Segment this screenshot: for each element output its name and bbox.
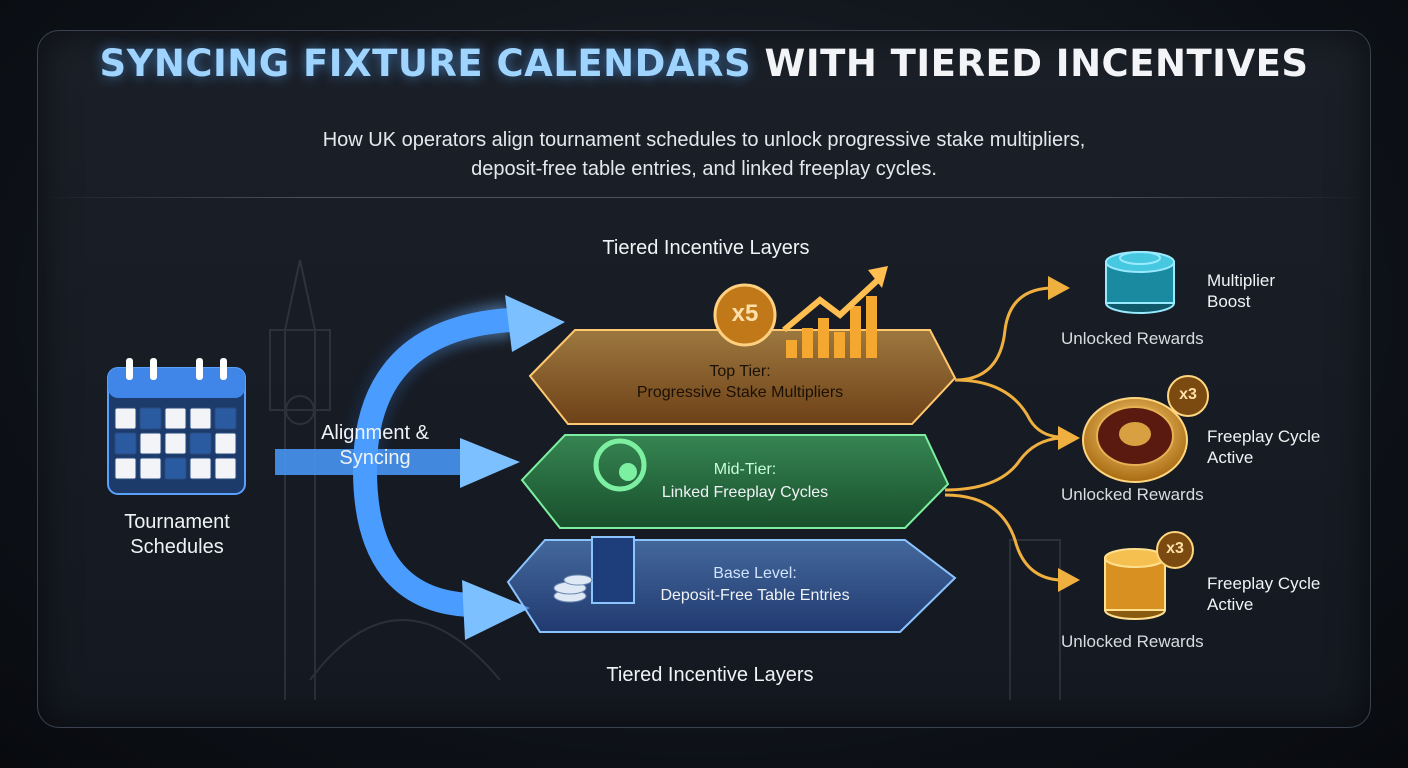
reward-3-badge: x3: [1166, 540, 1184, 557]
reward-badge-2-icon: [1167, 375, 1209, 417]
top-layer-plate: [528, 266, 957, 425]
subtitle-line-2: deposit-free table entries, and linked f…: [471, 158, 937, 180]
source-label-line-2: Schedules: [130, 536, 224, 558]
calendar-icon: [107, 358, 246, 495]
reward-3-title: Freeplay Cycle Active: [1207, 573, 1320, 615]
reward-arrows: [944, 286, 1061, 582]
arrow-head-middle: [460, 438, 520, 488]
top-tier-title: Top Tier:: [709, 363, 771, 380]
arrow-head-top: [505, 295, 565, 352]
source-label: Tournament Schedules: [100, 510, 254, 560]
bar-chart-icon: [782, 266, 888, 358]
reward-2-title-line-1: Freeplay Cycle: [1207, 427, 1321, 446]
calendar-cell: [164, 457, 187, 480]
calendar-cell: [189, 407, 212, 430]
calendar-cell: [139, 457, 162, 480]
calendar-cell: [189, 457, 212, 480]
gold-chip-stack-icon: [1104, 531, 1194, 620]
reward-2-title: Freeplay Cycle Active: [1207, 426, 1320, 468]
reward-3-title-line-2: Active: [1207, 595, 1254, 614]
freeplay-cycle-icon: [593, 438, 647, 492]
calendar-cell: [114, 407, 137, 430]
teal-chip-stack-icon: [1105, 251, 1175, 314]
reward-arrow-head-3: [1058, 568, 1080, 592]
mid-layer-plate: [520, 434, 950, 529]
base-tier-name: Deposit-Free Table Entries: [660, 587, 850, 604]
mid-tier-name: Linked Freeplay Cycles: [661, 484, 829, 501]
calendar-cell: [214, 457, 237, 480]
calendar-cell: [139, 407, 162, 430]
layers-heading-bottom: Tiered Incentive Layers: [606, 664, 814, 686]
reward-arrow-head-1: [1048, 276, 1070, 300]
page-subtitle: How UK operators align tournament schedu…: [0, 126, 1408, 184]
reward-2-title-line-2: Active: [1207, 448, 1254, 467]
calendar-cell: [139, 432, 162, 455]
top-tier-name: Progressive Stake Multipliers: [636, 384, 844, 401]
multiplier-badge-icon: [713, 283, 777, 347]
reward-2-caption: Unlocked Rewards: [1061, 485, 1204, 504]
calendar-cell: [189, 432, 212, 455]
flow-label-line-2: Syncing: [339, 447, 411, 469]
calendar-cell: [164, 432, 187, 455]
subtitle-line-1: How UK operators align tournament schedu…: [322, 129, 1086, 151]
door-icon: [591, 536, 635, 604]
title-highlight: SYNCING FIXTURE CALENDARS: [99, 42, 752, 85]
base-tier-title: Base Level:: [713, 565, 797, 582]
sync-arrows: [275, 295, 565, 640]
page-title: SYNCING FIXTURE CALENDARS WITH TIERED IN…: [0, 42, 1408, 85]
base-layer-plate: [506, 536, 957, 633]
reward-1-title: Multiplier Boost: [1207, 270, 1275, 312]
reward-badge-3-icon: [1156, 531, 1194, 569]
calendar-cell: [114, 457, 137, 480]
calendar-cell: [164, 407, 187, 430]
reward-1-caption: Unlocked Rewards: [1061, 329, 1204, 348]
base-tier-label: Base Level: Deposit-Free Table Entries: [605, 563, 905, 607]
reward-arrow-head-2: [1058, 426, 1080, 450]
top-tier-label: Top Tier: Progressive Stake Multipliers: [590, 361, 890, 403]
flow-label-line-1: Alignment &: [321, 422, 429, 444]
mid-tier-title: Mid-Tier:: [713, 461, 777, 478]
calendar-cell: [214, 432, 237, 455]
calendar-cell: [214, 407, 237, 430]
top-tier-badge-text: x5: [731, 300, 759, 327]
layers-heading-top: Tiered Incentive Layers: [602, 237, 810, 259]
reward-1-title-line-2: Boost: [1207, 292, 1251, 311]
mid-tier-label: Mid-Tier: Linked Freeplay Cycles: [595, 458, 895, 504]
header-divider: [37, 197, 1369, 198]
title-rest: WITH TIERED INCENTIVES: [751, 42, 1309, 85]
source-label-line-1: Tournament: [124, 511, 230, 533]
roulette-wheel-icon: [1082, 375, 1209, 483]
calendar-cell: [114, 432, 137, 455]
flow-label: Alignment & Syncing: [300, 421, 450, 471]
arrow-head-bottom: [462, 580, 530, 640]
chip-stack-icon: [553, 574, 593, 603]
reward-3-caption: Unlocked Rewards: [1061, 632, 1204, 651]
reward-2-badge: x3: [1179, 386, 1197, 403]
reward-1-title-line-1: Multiplier: [1207, 271, 1276, 290]
reward-3-title-line-1: Freeplay Cycle: [1207, 574, 1321, 593]
